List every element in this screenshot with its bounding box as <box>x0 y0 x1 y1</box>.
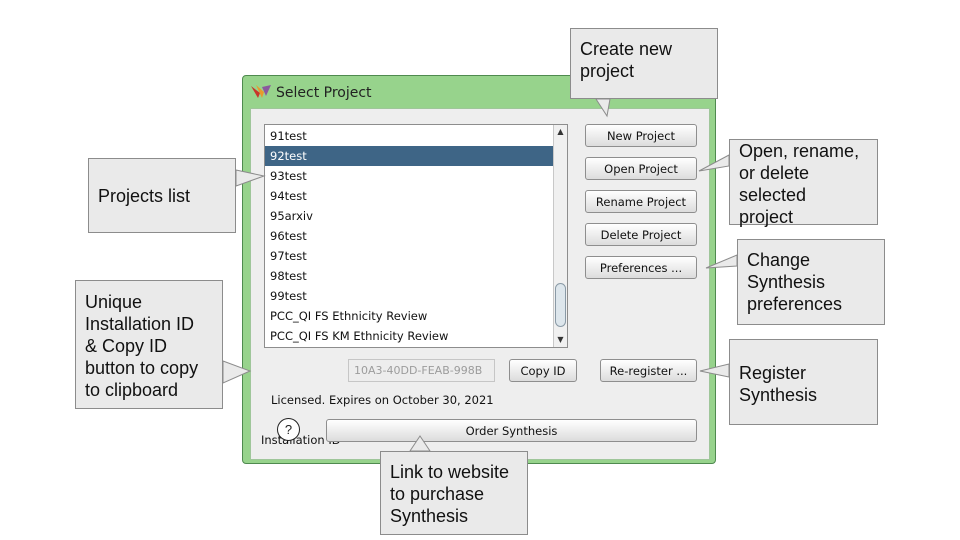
preferences-button[interactable]: Preferences ... <box>585 256 697 279</box>
help-icon[interactable]: ? <box>277 418 300 441</box>
order-synthesis-button[interactable]: Order Synthesis <box>326 419 697 442</box>
project-list-item[interactable]: PCC_QI FS KM Ethnicity Review <box>270 329 449 343</box>
project-list-item[interactable]: PCC_QI FS Ethnicity Review <box>270 309 428 323</box>
synthesis-logo-icon <box>251 85 271 98</box>
project-list-item[interactable]: 95arxiv <box>270 209 313 223</box>
project-list-item[interactable]: 94test <box>270 189 307 203</box>
project-list-item[interactable]: 93test <box>270 169 307 183</box>
project-list-item[interactable]: 92test <box>265 146 554 166</box>
callout-register-synthesis: Register Synthesis <box>729 339 878 425</box>
dialog-content: 91test 92test 93test 94test 95arxiv 96test 97t… <box>250 108 710 460</box>
callout-create-new-project: Create new project <box>570 28 718 99</box>
delete-project-button[interactable]: Delete Project <box>585 223 697 246</box>
installation-id-field[interactable] <box>348 359 495 382</box>
project-list-item[interactable]: 97test <box>270 249 307 263</box>
license-status: Licensed. Expires on October 30, 2021 <box>271 393 494 407</box>
reregister-button[interactable]: Re-register ... <box>600 359 697 382</box>
scroll-down-arrow-icon[interactable]: ▼ <box>557 335 564 344</box>
callout-open-rename-delete: Open, rename, or delete selected project <box>729 139 878 227</box>
project-list-item[interactable]: 96test <box>270 229 307 243</box>
new-project-button[interactable]: New Project <box>585 124 697 147</box>
callout-projects-list: Projects list <box>88 158 236 233</box>
project-list-item[interactable]: 99test <box>270 289 307 303</box>
title-bar[interactable]: Select Project <box>243 76 715 108</box>
project-list-item[interactable]: 91test <box>270 129 307 143</box>
callout-change-preferences: Change Synthesis preferences <box>737 239 885 325</box>
copy-id-button[interactable]: Copy ID <box>509 359 577 382</box>
projects-list[interactable]: 91test 92test 93test 94test 95arxiv 96test 97t… <box>264 124 568 348</box>
window-title: Select Project <box>276 85 372 101</box>
open-project-button[interactable]: Open Project <box>585 157 697 180</box>
projects-list-items: 91test 92test 93test 94test 95arxiv 96test 97t… <box>265 126 554 346</box>
callout-installation-id: Unique Installation ID & Copy ID button … <box>75 280 223 409</box>
scroll-up-arrow-icon[interactable]: ▲ <box>557 127 564 136</box>
projects-list-scrollbar[interactable]: ▲ ▼ <box>553 125 567 347</box>
rename-project-button[interactable]: Rename Project <box>585 190 697 213</box>
scroll-thumb[interactable] <box>555 283 566 327</box>
callout-purchase-link: Link to website to purchase Synthesis <box>380 451 528 535</box>
project-list-item[interactable]: 98test <box>270 269 307 283</box>
